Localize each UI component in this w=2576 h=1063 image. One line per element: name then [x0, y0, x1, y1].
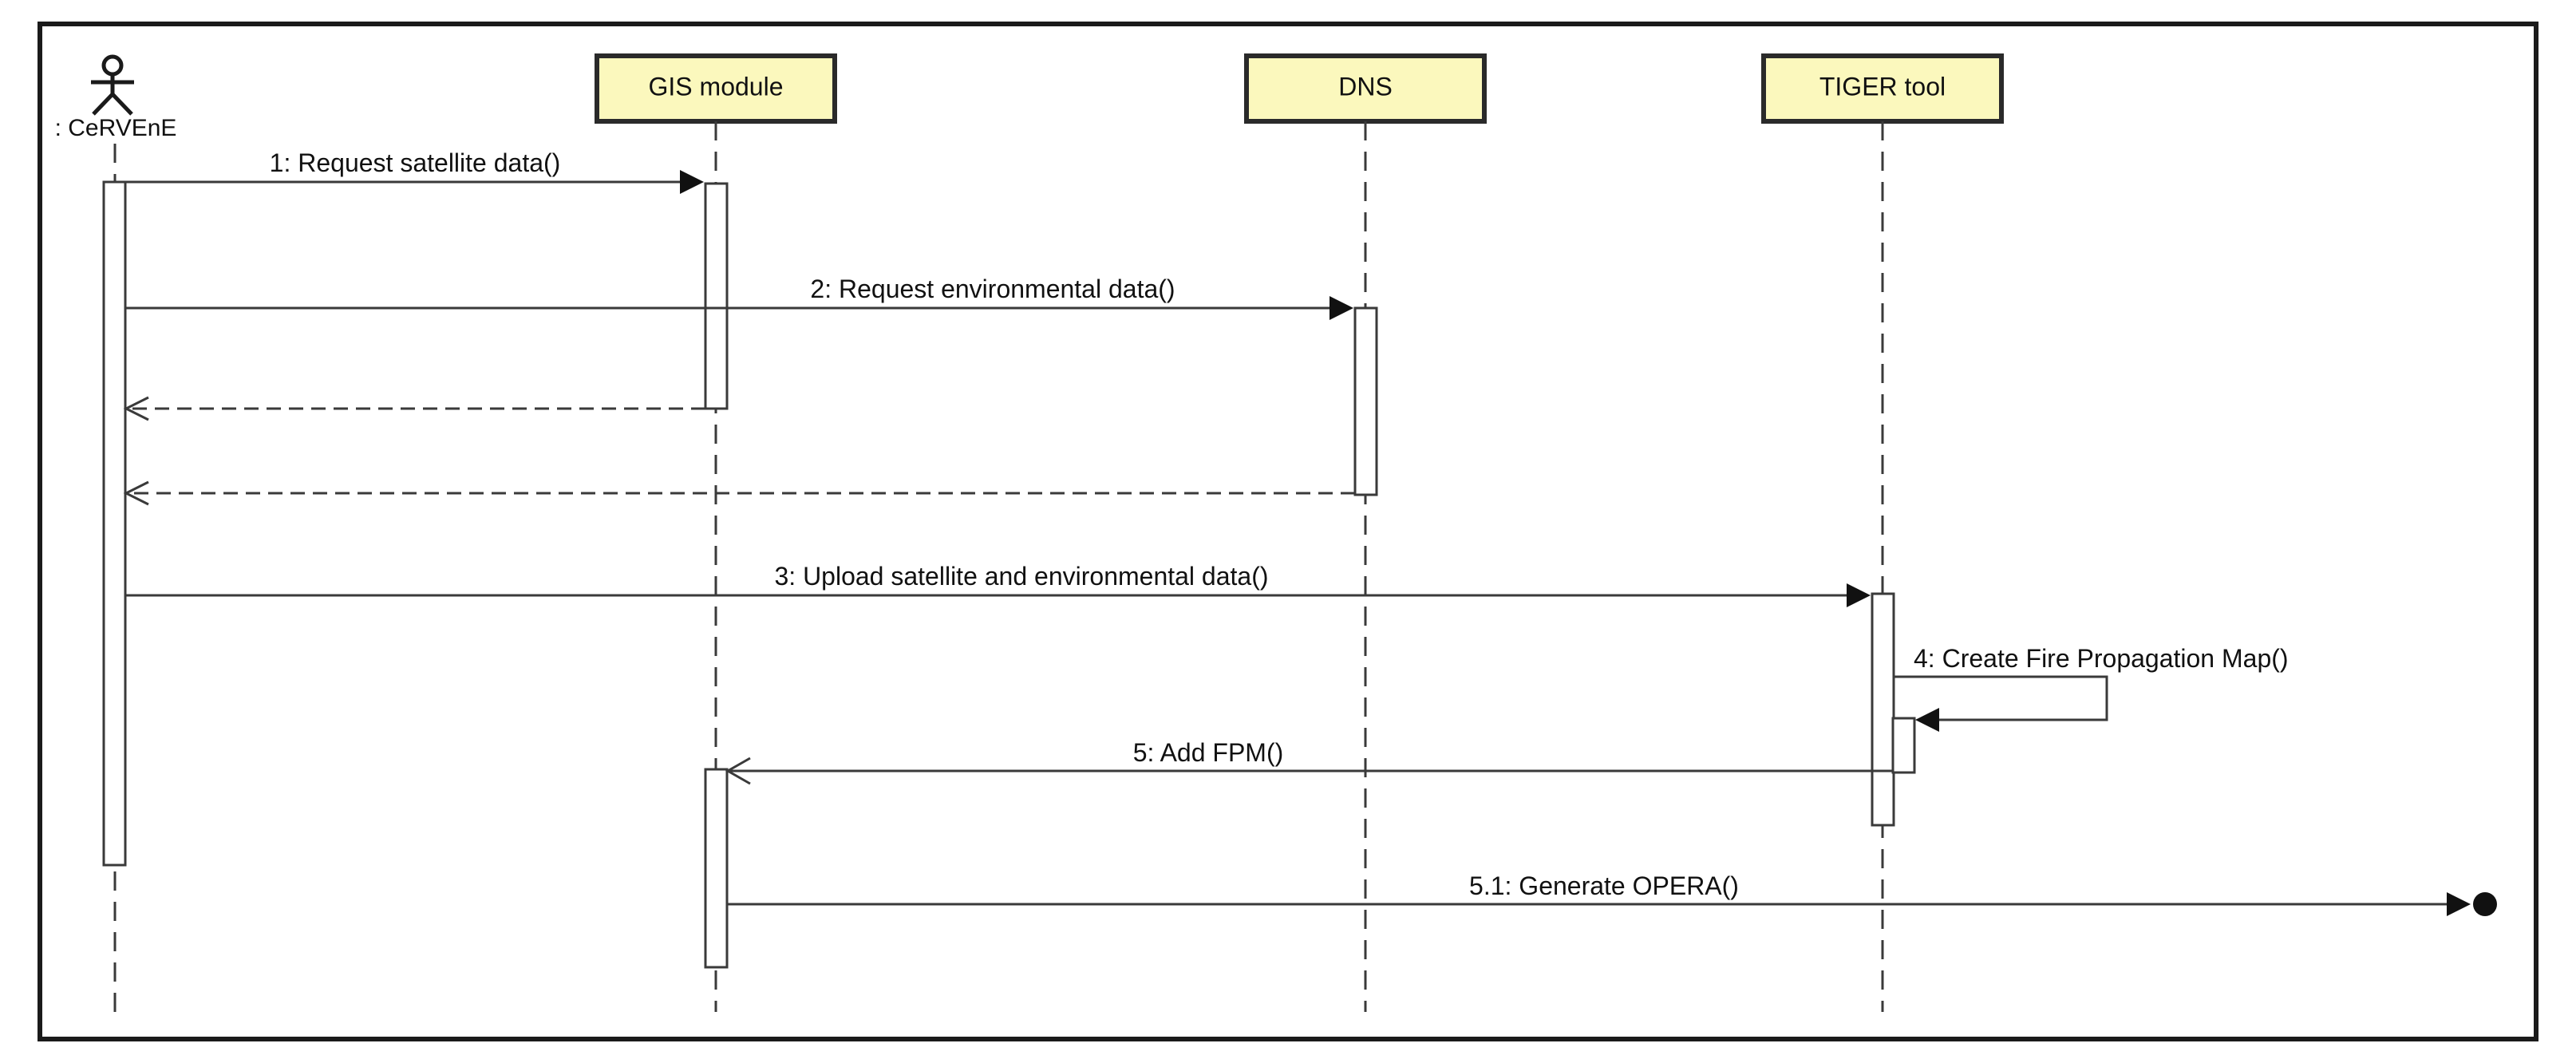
diagram-frame — [38, 22, 2538, 1041]
arrowhead-filled — [1915, 708, 1939, 732]
arrowhead-filled — [680, 170, 704, 194]
message-3: 3: Upload satellite and environmental da… — [125, 562, 1871, 607]
actor-cervene: : CeRVEnE — [55, 54, 177, 141]
message-5: 5: Add FPM() — [725, 738, 1893, 785]
lost-message-endpoint-icon — [2473, 892, 2497, 916]
message-4-label: 4: Create Fire Propagation Map() — [1914, 644, 2289, 673]
message-5-1-label: 5.1: Generate OPERA() — [1469, 871, 1739, 900]
lifeline-label-dns: DNS — [1338, 72, 1393, 101]
lifeline-head-gis: GIS module — [595, 53, 837, 124]
arrowhead-open — [123, 396, 149, 421]
message-5-1: 5.1: Generate OPERA() — [727, 871, 2497, 916]
arrowhead-filled — [1847, 583, 1871, 607]
return-from-gis — [123, 396, 705, 421]
activation-actor — [102, 180, 127, 867]
activation-gis-1 — [704, 182, 729, 410]
arrowhead-filled — [2447, 892, 2471, 916]
arrowhead-open — [725, 757, 751, 785]
message-1: 1: Request satellite data() — [125, 148, 704, 194]
activation-tiger — [1871, 592, 1895, 827]
activation-dns — [1353, 306, 1378, 496]
message-3-label: 3: Upload satellite and environmental da… — [774, 562, 1268, 591]
message-1-label: 1: Request satellite data() — [270, 148, 561, 177]
message-5-label: 5: Add FPM() — [1133, 738, 1284, 767]
arrowhead-open — [123, 480, 149, 506]
lifeline-head-dns: DNS — [1244, 53, 1487, 124]
message-2: 2: Request environmental data() — [125, 275, 1353, 320]
activation-tiger-self — [1891, 717, 1916, 774]
message-4: 4: Create Fire Propagation Map() — [1894, 644, 2289, 732]
activation-gis-2 — [704, 768, 729, 969]
lifeline-label-tiger: TIGER tool — [1819, 72, 1946, 101]
lifeline-label-gis: GIS module — [649, 72, 784, 101]
message-2-label: 2: Request environmental data() — [810, 275, 1175, 303]
actor-label: : CeRVEnE — [55, 115, 177, 141]
lifeline-head-tiger: TIGER tool — [1761, 53, 2004, 124]
stick-figure-icon — [91, 54, 134, 116]
return-from-dns — [123, 480, 1355, 506]
arrowhead-filled — [1329, 296, 1353, 320]
